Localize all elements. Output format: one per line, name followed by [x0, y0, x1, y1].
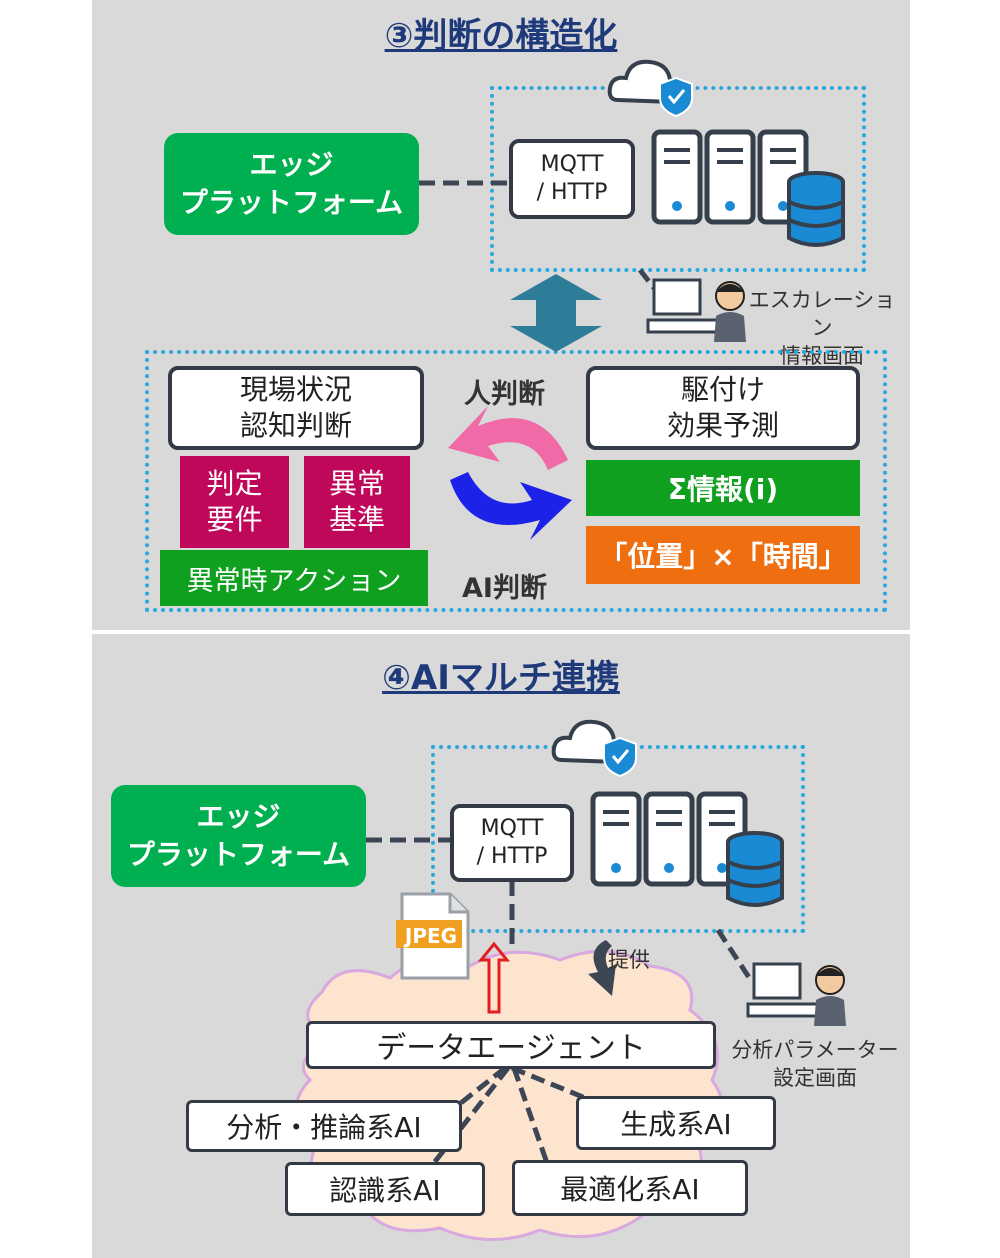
cloud-shield-icon — [607, 59, 693, 118]
protocol-line2: / HTTP — [536, 180, 608, 205]
server-icon-4 — [593, 794, 745, 884]
judgment-area — [145, 350, 887, 612]
jpeg-file-icon — [396, 892, 470, 980]
criteria-box-a: 判定 要件 — [180, 456, 289, 548]
prediction-line1: 駆付け — [680, 373, 765, 406]
section3-title: ③判断の構造化 — [384, 16, 618, 56]
position-time-box: 「位置」×「時間」 — [586, 526, 860, 584]
sigma-info-box: Σ情報(i) — [586, 460, 860, 516]
database-icon-4 — [726, 831, 784, 907]
provide-arrow-icon — [588, 940, 616, 996]
prediction-box: 駆付け 効果予測 — [586, 366, 860, 450]
mqtt-http-box: MQTT / HTTP — [509, 139, 635, 219]
prediction-line2: 効果予測 — [666, 409, 779, 442]
criteria-b-line1: 異常 — [328, 467, 385, 500]
mqtt-http-box-4: MQTT / HTTP — [450, 804, 574, 882]
protocol4-line2: / HTTP — [476, 844, 548, 869]
criteria-b-line2: 基準 — [328, 503, 385, 536]
server-icon — [654, 132, 806, 222]
bidirectional-arrow — [510, 274, 602, 352]
recognition-line2: 認知判断 — [239, 409, 352, 442]
escalation-label: エスカレーション 情報画面 — [742, 286, 902, 370]
upload-arrow-icon — [477, 941, 511, 1014]
criteria-box-b: 異常 基準 — [304, 456, 410, 548]
escalation-line1: エスカレーション — [748, 288, 896, 340]
ai-generation-box: 生成系AI — [576, 1096, 776, 1150]
database-icon — [787, 171, 845, 247]
param-line — [715, 928, 755, 984]
operator-pc-icon — [646, 278, 746, 342]
provide-label: 提供 — [608, 948, 650, 972]
ai-analysis-box: 分析・推論系AI — [186, 1100, 462, 1152]
cycle-arrows-icon — [448, 406, 572, 540]
ai-optimization-box: 最適化系AI — [512, 1160, 748, 1216]
recognition-line1: 現場状況 — [239, 373, 352, 406]
cloud-shield-icon-4 — [551, 719, 637, 778]
protocol-line1: MQTT — [540, 152, 604, 177]
criteria-a-line2: 要件 — [206, 503, 263, 536]
edge-platform4-line2: プラットフォーム — [126, 838, 351, 871]
data-agent-box: データエージェント — [306, 1021, 716, 1069]
edge-platform4-line1: エッジ — [196, 800, 281, 833]
criteria-a-line1: 判定 — [206, 467, 263, 500]
param-line2: 設定画面 — [773, 1066, 857, 1090]
human-judgment-label: 人判断 — [464, 379, 545, 410]
abnormal-action-box: 異常時アクション — [160, 550, 428, 606]
escalation-line2: 情報画面 — [780, 344, 864, 368]
edge-platform-line1: エッジ — [249, 148, 334, 181]
operator-pc-icon-4 — [746, 962, 846, 1026]
recognition-box: 現場状況 認知判断 — [168, 366, 424, 450]
jpeg-label: JPEG — [404, 924, 458, 948]
edge-platform-box-4: エッジ プラットフォーム — [111, 785, 366, 887]
edge-platform-line2: プラットフォーム — [179, 186, 404, 219]
param-label: 分析パラメーター 設定画面 — [725, 1036, 905, 1092]
ai-recognition-box: 認識系AI — [285, 1162, 485, 1216]
section4-title: ④AIマルチ連携 — [382, 658, 620, 698]
param-line1: 分析パラメーター — [731, 1038, 899, 1062]
ai-judgment-label: AI判断 — [462, 573, 547, 604]
protocol4-line1: MQTT — [480, 816, 544, 841]
edge-platform-box: エッジ プラットフォーム — [164, 133, 419, 235]
